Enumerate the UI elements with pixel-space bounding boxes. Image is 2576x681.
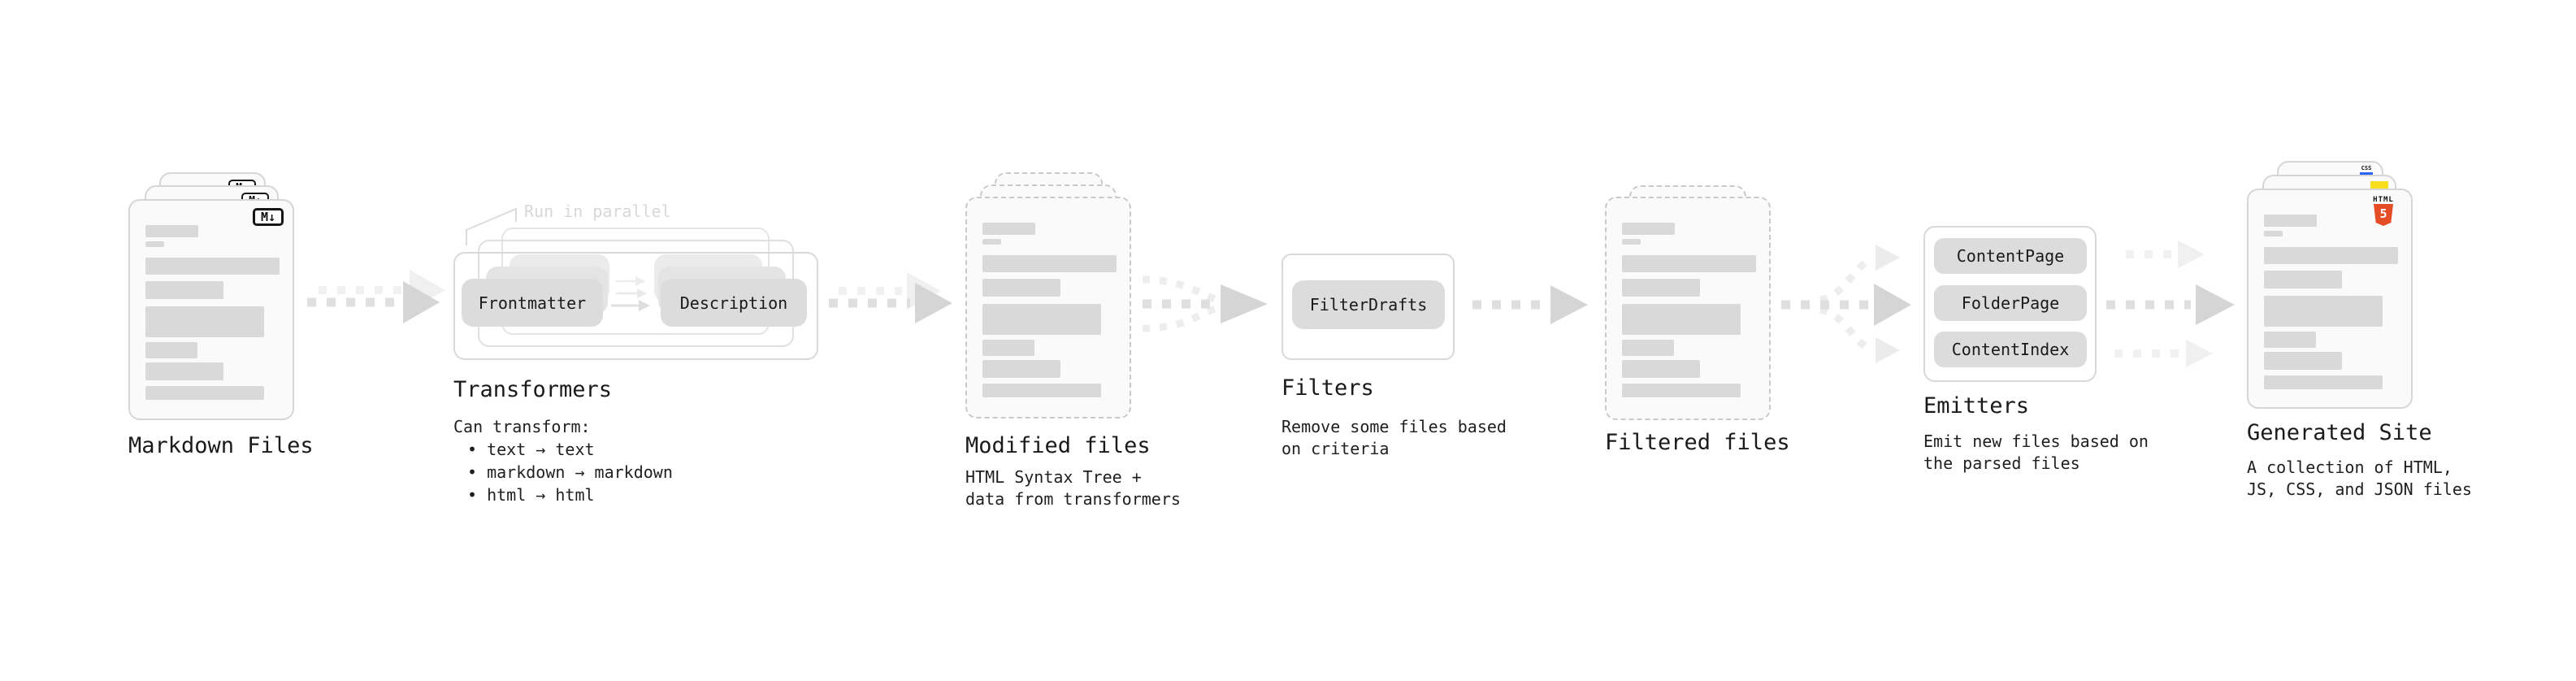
doc-content-bar — [1622, 223, 1675, 235]
arrow-filters-to-filtered — [1472, 285, 1588, 324]
generated-site-description: A collection of HTML, JS, CSS, and JSON … — [2247, 458, 2472, 499]
markdown-icon: M↓ — [253, 208, 284, 226]
folderpage-box: FolderPage — [1934, 285, 2087, 321]
transformer-parallel-arrows-icon — [611, 276, 650, 311]
doc-content-bar — [1622, 279, 1700, 297]
css-underline — [2360, 172, 2373, 175]
arrow-transformers-to-modified — [829, 272, 952, 323]
doc-content-bar — [1622, 360, 1700, 378]
modified-doc-front — [965, 197, 1131, 419]
css-icon: CSS — [2357, 166, 2375, 175]
doc-content-bar — [2264, 247, 2398, 264]
doc-content-bar — [982, 255, 1117, 272]
doc-content-bar — [2264, 215, 2317, 227]
doc-content-bar — [982, 340, 1034, 356]
doc-content-bar — [1622, 255, 1756, 272]
filters-description: Remove some files based on criteria — [1281, 417, 1507, 458]
doc-content-bar — [2264, 352, 2342, 370]
arrow-merge-modified-to-filters — [1142, 275, 1268, 332]
doc-content-bar — [982, 360, 1060, 378]
stage-label-modified-files: Modified files — [965, 433, 1151, 458]
stage-label-transformers: Transformers — [453, 377, 613, 402]
doc-content-bar — [145, 342, 197, 358]
doc-content-bar — [145, 362, 223, 380]
doc-content-bar — [1622, 340, 1674, 356]
stage-label-emitters: Emitters — [1923, 393, 2030, 419]
contentpage-box: ContentPage — [1934, 238, 2087, 274]
doc-content-bar — [145, 258, 280, 275]
doc-content-bar — [1622, 384, 1741, 397]
filterdrafts-box: FilterDrafts — [1292, 280, 1445, 329]
doc-content-bar — [145, 306, 264, 337]
arrow-markdown-to-transformers — [307, 270, 445, 323]
doc-content-bar — [982, 223, 1035, 235]
contentindex-box: ContentIndex — [1934, 332, 2087, 367]
doc-content-bar — [145, 281, 223, 299]
doc-content-bar — [1622, 304, 1741, 335]
filtered-doc-front — [1605, 197, 1771, 420]
doc-content-bar — [982, 239, 1001, 245]
note-leader-line — [466, 207, 517, 245]
stage-label-filters: Filters — [1281, 375, 1374, 401]
transformer-container-front — [453, 252, 818, 360]
doc-content-bar — [145, 225, 198, 237]
stage-label-markdown-files: Markdown Files — [128, 433, 314, 458]
emitters-description: Emit new files based on the parsed files — [1923, 432, 2149, 473]
doc-content-bar — [145, 386, 264, 400]
modified-files-description: HTML Syntax Tree + data from transformer… — [965, 467, 1181, 509]
doc-content-bar — [2264, 332, 2316, 348]
transformers-description: Can transform: • text → text • markdown … — [453, 417, 673, 505]
stage-label-filtered-files: Filtered files — [1605, 430, 1790, 455]
description-box: Description — [661, 279, 807, 327]
js-icon — [2370, 181, 2388, 189]
markdown-doc-front: M↓ — [128, 199, 294, 420]
doc-content-bar — [1622, 239, 1641, 245]
site-doc-html: HTML 5 — [2247, 189, 2413, 409]
arrow-split-filtered-to-emitters — [1781, 245, 1911, 363]
stage-label-generated-site: Generated Site — [2247, 420, 2432, 445]
doc-content-bar — [2264, 296, 2383, 327]
doc-content-bar — [2264, 231, 2283, 236]
arrows-emitters-to-site — [2106, 241, 2235, 367]
frontmatter-box: Frontmatter — [462, 279, 603, 327]
html5-icon: HTML 5 — [2366, 196, 2400, 226]
doc-content-bar — [2264, 271, 2342, 288]
doc-content-bar — [2264, 375, 2383, 389]
doc-content-bar — [982, 279, 1060, 297]
doc-content-bar — [982, 304, 1101, 335]
doc-content-bar — [145, 241, 164, 247]
run-in-parallel-note: Run in parallel — [524, 202, 671, 221]
doc-content-bar — [982, 384, 1101, 397]
